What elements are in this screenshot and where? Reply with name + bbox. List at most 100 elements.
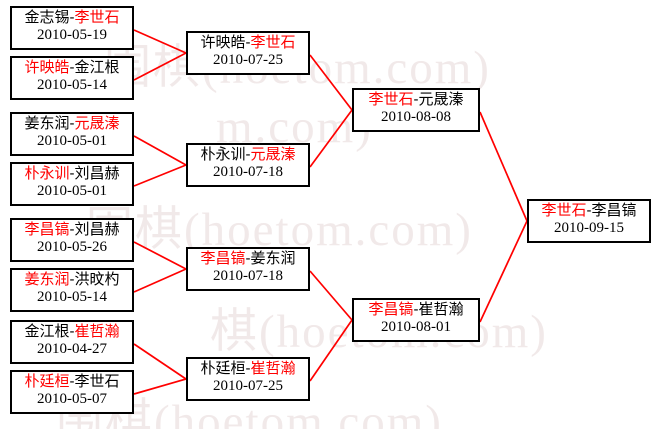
match-players: 金志锡-李世石 <box>12 9 132 26</box>
player-right: 元晟溱 <box>418 91 464 108</box>
match-players: 姜东润-元晟溱 <box>12 115 132 132</box>
player-right: 刘昌赫 <box>74 165 120 182</box>
match-box[interactable]: 朴永训-刘昌赫 2010-05-01 <box>10 162 134 206</box>
match-box[interactable]: 许映皓-金江根 2010-05-14 <box>10 56 134 100</box>
match-players: 金江根-崔哲瀚 <box>12 323 132 340</box>
match-box[interactable]: 金志锡-李世石 2010-05-19 <box>10 6 134 50</box>
match-players: 李昌镐-刘昌赫 <box>12 221 132 238</box>
connector-line <box>133 268 187 293</box>
player-separator: - <box>245 360 251 377</box>
match-box-final[interactable]: 李世石-李昌镐 2010-09-15 <box>527 199 651 243</box>
match-date: 2010-07-18 <box>213 164 283 181</box>
connector-line <box>479 220 528 323</box>
player-left: 许映皓 <box>24 59 70 76</box>
connector-line <box>309 270 353 321</box>
player-right: 金江根 <box>74 59 120 76</box>
match-date: 2010-05-26 <box>37 239 107 256</box>
match-box[interactable]: 李昌镐-姜东润 2010-07-18 <box>186 247 310 291</box>
player-separator: - <box>69 221 75 238</box>
player-left: 朴廷桓 <box>200 360 246 377</box>
match-players: 朴廷桓-崔哲瀚 <box>188 360 308 377</box>
player-left: 朴永训 <box>24 165 70 182</box>
player-left: 李昌镐 <box>200 250 246 267</box>
match-box[interactable]: 姜东润-洪旼杓 2010-05-14 <box>10 268 134 312</box>
match-box[interactable]: 朴廷桓-崔哲瀚 2010-07-25 <box>186 357 310 401</box>
match-players: 许映皓-金江根 <box>12 59 132 76</box>
match-date: 2010-05-01 <box>37 133 107 150</box>
match-players: 李昌镐-崔哲瀚 <box>354 301 478 318</box>
player-left: 李昌镐 <box>368 301 414 318</box>
player-right: 洪旼杓 <box>74 271 120 288</box>
connector-line <box>309 109 353 168</box>
connector-line <box>133 343 187 380</box>
connector-line <box>133 29 187 54</box>
match-players: 李昌镐-姜东润 <box>188 250 308 267</box>
match-box[interactable]: 朴永训-元晟溱 2010-07-18 <box>186 143 310 187</box>
player-right: 李昌镐 <box>591 202 637 219</box>
connector-line <box>133 241 187 270</box>
player-right: 刘昌赫 <box>74 221 120 238</box>
match-box[interactable]: 许映皓-李世石 2010-07-25 <box>186 31 310 75</box>
connector-line <box>133 52 187 81</box>
match-date: 2010-05-01 <box>37 183 107 200</box>
player-separator: - <box>69 271 75 288</box>
match-date: 2010-08-08 <box>381 109 451 126</box>
match-date: 2010-05-19 <box>37 27 107 44</box>
match-box[interactable]: 朴廷桓-李世石 2010-05-07 <box>10 370 134 414</box>
match-box[interactable]: 金江根-崔哲瀚 2010-04-27 <box>10 320 134 364</box>
match-players: 朴永训-刘昌赫 <box>12 165 132 182</box>
player-left: 金志锡 <box>24 9 70 26</box>
player-separator: - <box>413 91 419 108</box>
player-right: 崔哲瀚 <box>250 360 296 377</box>
player-separator: - <box>69 323 75 340</box>
connector-line <box>309 54 353 111</box>
connector-line <box>133 164 187 187</box>
match-players: 李世石-李昌镐 <box>529 202 649 219</box>
match-players: 朴永训-元晟溱 <box>188 146 308 163</box>
player-left: 姜东润 <box>24 271 70 288</box>
match-date: 2010-05-07 <box>37 391 107 408</box>
match-date: 2010-08-01 <box>381 319 451 336</box>
player-separator: - <box>69 165 75 182</box>
player-left: 姜东润 <box>24 115 70 132</box>
match-date: 2010-07-25 <box>213 378 283 395</box>
match-date: 2010-09-15 <box>554 220 624 237</box>
player-separator: - <box>69 115 75 132</box>
match-box[interactable]: 李世石-元晟溱 2010-08-08 <box>352 88 480 132</box>
match-box[interactable]: 姜东润-元晟溱 2010-05-01 <box>10 112 134 156</box>
match-box[interactable]: 李昌镐-刘昌赫 2010-05-26 <box>10 218 134 262</box>
match-date: 2010-07-18 <box>213 268 283 285</box>
player-separator: - <box>245 250 251 267</box>
match-box[interactable]: 李昌镐-崔哲瀚 2010-08-01 <box>352 298 480 342</box>
match-date: 2010-05-14 <box>37 77 107 94</box>
connector-line <box>479 111 528 222</box>
player-left: 朴永训 <box>200 146 246 163</box>
connector-line <box>133 135 187 166</box>
player-right: 崔哲瀚 <box>418 301 464 318</box>
player-separator: - <box>245 146 251 163</box>
player-left: 李世石 <box>541 202 587 219</box>
connector-line <box>309 319 353 382</box>
player-right: 李世石 <box>74 373 120 390</box>
player-separator: - <box>69 9 75 26</box>
player-separator: - <box>586 202 592 219</box>
player-left: 李昌镐 <box>24 221 70 238</box>
match-players: 李世石-元晟溱 <box>354 91 478 108</box>
player-left: 金江根 <box>24 323 70 340</box>
player-separator: - <box>245 34 251 51</box>
match-players: 许映皓-李世石 <box>188 34 308 51</box>
match-players: 姜东润-洪旼杓 <box>12 271 132 288</box>
player-separator: - <box>69 373 75 390</box>
player-right: 李世石 <box>250 34 296 51</box>
player-left: 李世石 <box>368 91 414 108</box>
player-right: 元晟溱 <box>250 146 296 163</box>
player-right: 元晟溱 <box>74 115 120 132</box>
connector-line <box>133 378 187 395</box>
match-players: 朴廷桓-李世石 <box>12 373 132 390</box>
match-date: 2010-04-27 <box>37 341 107 358</box>
player-separator: - <box>69 59 75 76</box>
player-separator: - <box>413 301 419 318</box>
player-left: 朴廷桓 <box>24 373 70 390</box>
match-date: 2010-07-25 <box>213 52 283 69</box>
